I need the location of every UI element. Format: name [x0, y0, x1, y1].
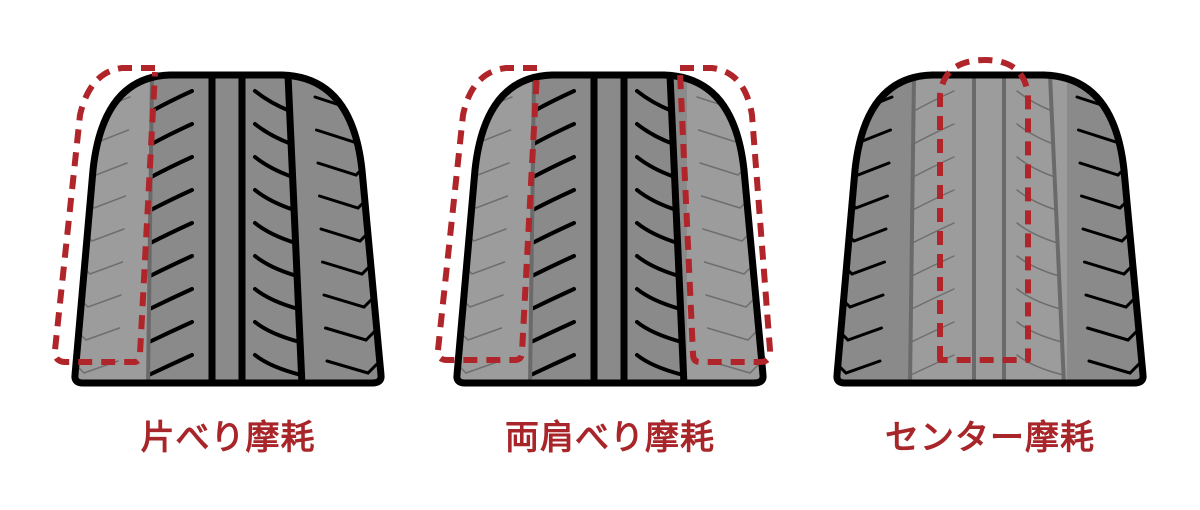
sipe [635, 188, 679, 212]
groove [1048, 75, 1066, 383]
sipe [635, 353, 686, 377]
sipe [528, 353, 576, 377]
sipe [531, 122, 576, 146]
tire-3 [833, 71, 1147, 387]
sipe [531, 155, 576, 179]
sipe [911, 255, 955, 277]
sipe [913, 90, 955, 112]
sipe [1016, 222, 1059, 244]
sipe [325, 359, 380, 375]
sipe [530, 221, 576, 245]
wear-zone-highlight [937, 57, 1031, 363]
groove [908, 75, 916, 383]
sipe [910, 354, 955, 376]
wear-zone-highlight [51, 65, 158, 365]
tire-outline [453, 71, 767, 387]
tire-outline [71, 71, 385, 387]
wear-zone-highlight [677, 65, 774, 365]
sipe [147, 320, 194, 344]
sipe [253, 320, 302, 344]
sipe [1016, 123, 1055, 145]
sipe [148, 221, 194, 245]
label-center-wear: センター摩耗 [885, 418, 1095, 458]
sipe [149, 155, 194, 179]
sipe [530, 188, 576, 212]
sipe [1016, 321, 1063, 343]
sipe [148, 254, 194, 278]
worn-area [912, 75, 1067, 383]
sipe [912, 189, 955, 211]
sipe [912, 156, 955, 178]
sipe [1016, 156, 1056, 178]
sipe [146, 353, 194, 377]
sipe [1016, 255, 1060, 277]
groove [666, 75, 688, 383]
sipe [708, 360, 761, 374]
sipe [1086, 326, 1140, 342]
sipe [253, 221, 298, 245]
sipe [530, 254, 576, 278]
sipe [1087, 359, 1142, 375]
sipe [1016, 90, 1053, 112]
sipe [149, 122, 194, 146]
sipe [635, 320, 684, 344]
sipe [148, 188, 194, 212]
sipe [910, 288, 955, 310]
sipe [635, 287, 683, 311]
sipe [147, 287, 194, 311]
sipe [912, 123, 955, 145]
sipe [911, 222, 955, 244]
groove [146, 75, 154, 383]
sipe [910, 321, 955, 343]
tire-2 [453, 71, 767, 387]
groove [284, 75, 306, 383]
sipe [706, 327, 759, 341]
tire-outline [833, 71, 1147, 387]
label-one-side-wear: 片べり摩耗 [140, 418, 316, 458]
sipe [635, 254, 681, 278]
sipe [253, 188, 297, 212]
sipe [253, 254, 299, 278]
sipe [1016, 354, 1064, 376]
label-both-shoulder-wear: 両肩べり摩耗 [505, 418, 715, 458]
sipe [253, 353, 304, 377]
wear-zone-highlight [434, 65, 540, 363]
sipe [529, 320, 576, 344]
sipe [1016, 288, 1062, 310]
sipe [529, 287, 576, 311]
sipe [324, 326, 378, 342]
sipe [253, 287, 301, 311]
tire-1 [71, 71, 385, 387]
sipe [1016, 189, 1057, 211]
sipe [635, 221, 680, 245]
